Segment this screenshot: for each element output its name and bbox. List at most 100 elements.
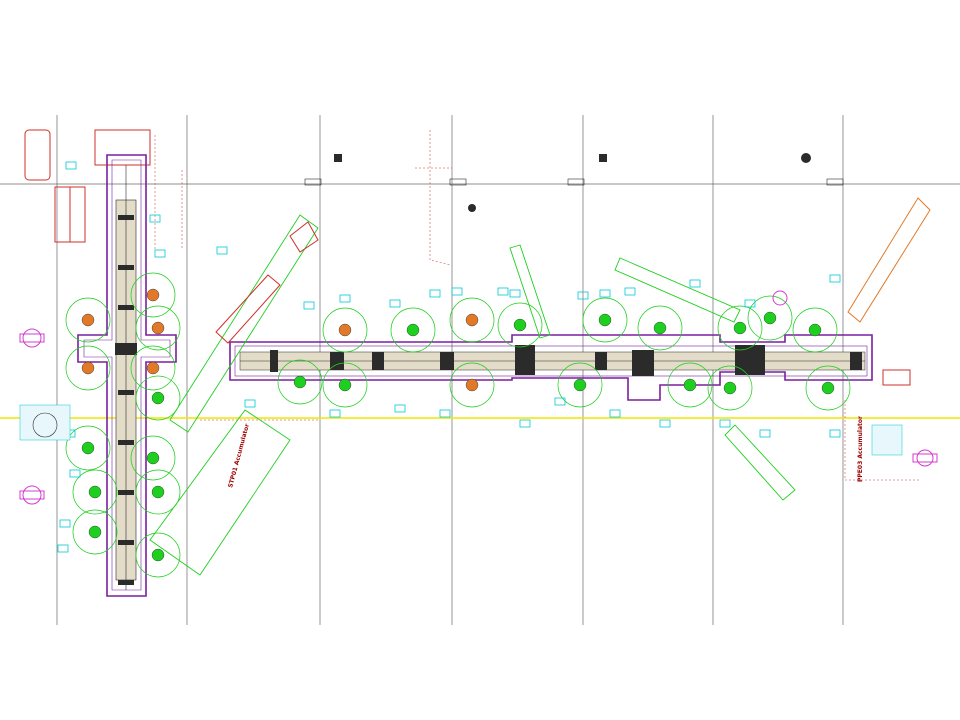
cyan-cell bbox=[609, 409, 621, 418]
cyan-cell bbox=[759, 429, 771, 438]
red-feeder-tracks bbox=[215, 197, 931, 386]
cyan-cell bbox=[829, 274, 841, 283]
cyan-cell bbox=[69, 469, 81, 478]
cyan-cell bbox=[719, 419, 731, 428]
cyan-cell bbox=[389, 299, 401, 308]
equipment-group bbox=[65, 272, 851, 578]
robot-cell-icon bbox=[763, 311, 777, 325]
robot-cell-icon bbox=[293, 375, 307, 389]
equipment-circle-icon bbox=[135, 375, 181, 421]
cyan-cell bbox=[577, 291, 589, 300]
equipment-circle-icon bbox=[135, 469, 181, 515]
column-marker-icon bbox=[468, 204, 476, 212]
equipment-circle-icon bbox=[390, 307, 436, 353]
equipment-circle-icon bbox=[805, 365, 851, 411]
robot-cell-icon bbox=[151, 485, 165, 499]
cyan-cell bbox=[244, 399, 256, 408]
equipment-circle-icon bbox=[72, 469, 118, 515]
robot-cell-icon bbox=[513, 318, 527, 332]
robot-cell-icon bbox=[465, 313, 479, 327]
robot-cell-icon bbox=[653, 321, 667, 335]
robot-cell-icon bbox=[573, 378, 587, 392]
cyan-cell bbox=[439, 409, 451, 418]
robot-cell-icon bbox=[338, 323, 352, 337]
cyan-cell bbox=[509, 289, 521, 298]
robot-cell-icon bbox=[146, 451, 160, 465]
robot-cell-icon bbox=[81, 361, 95, 375]
robot-cell-icon bbox=[808, 323, 822, 337]
cyan-cell bbox=[554, 397, 566, 406]
equipment-circle-icon bbox=[707, 365, 753, 411]
cyan-cell bbox=[689, 279, 701, 288]
column-marker-icon bbox=[801, 153, 811, 163]
robot-cell-icon bbox=[733, 321, 747, 335]
cyan-cell bbox=[599, 289, 611, 298]
cyan-cell bbox=[339, 294, 351, 303]
robot-cell-icon bbox=[151, 391, 165, 405]
cyan-cell bbox=[829, 429, 841, 438]
equipment-circle-icon bbox=[747, 295, 793, 341]
robot-cell-icon bbox=[88, 525, 102, 539]
robot-cell-icon bbox=[338, 378, 352, 392]
cyan-cell bbox=[154, 249, 166, 258]
equipment-circle-icon bbox=[717, 305, 763, 351]
column-marker-icon bbox=[334, 154, 342, 162]
robot-cell-icon bbox=[81, 441, 95, 455]
robot-cell-icon bbox=[151, 321, 165, 335]
diagonal-feeders bbox=[149, 214, 796, 576]
equipment-circle-icon bbox=[637, 305, 683, 351]
cyan-cell bbox=[149, 214, 161, 223]
cyan-cell bbox=[65, 161, 77, 170]
equipment-circle-icon bbox=[135, 532, 181, 578]
equipment-circle-icon bbox=[497, 302, 543, 348]
annotation-lines bbox=[154, 130, 920, 481]
robot-cell-icon bbox=[683, 378, 697, 392]
vertical-conveyor bbox=[77, 129, 177, 597]
column-markers bbox=[304, 153, 844, 212]
cyan-cell bbox=[394, 404, 406, 413]
cyan-cell bbox=[497, 287, 509, 296]
robot-cell-icon bbox=[81, 313, 95, 327]
equipment-circle-icon bbox=[449, 362, 495, 408]
equipment-circle-icon bbox=[130, 345, 176, 391]
equipment-circle-icon bbox=[792, 307, 838, 353]
left-robot-cells bbox=[24, 129, 86, 243]
equipment-circle-icon bbox=[449, 297, 495, 343]
cyan-cell bbox=[624, 287, 636, 296]
equipment-circle-icon bbox=[322, 307, 368, 353]
equipment-circle-icon bbox=[557, 362, 603, 408]
equipment-circle-icon bbox=[65, 345, 111, 391]
equipment-circle-icon bbox=[277, 359, 323, 405]
robot-cell-icon bbox=[151, 548, 165, 562]
robot-cell-icon bbox=[146, 361, 160, 375]
right-accumulator-label: PPE03 Accumulator bbox=[857, 416, 864, 482]
horizontal-line bbox=[229, 334, 873, 401]
equipment-circle-icon bbox=[582, 297, 628, 343]
robot-cell-icon bbox=[465, 378, 479, 392]
cyan-cell bbox=[519, 419, 531, 428]
cyan-cell bbox=[303, 301, 315, 310]
cyan-cell bbox=[329, 409, 341, 418]
cyan-cell bbox=[451, 287, 463, 296]
equipment-circle-icon bbox=[72, 509, 118, 555]
cyan-cell bbox=[429, 289, 441, 298]
column-marker-icon bbox=[599, 154, 607, 162]
equipment-circle-icon bbox=[65, 297, 111, 343]
equipment-circle-icon bbox=[135, 305, 181, 351]
cyan-cell bbox=[744, 299, 756, 308]
robot-cell-icon bbox=[821, 381, 835, 395]
magenta-units bbox=[19, 290, 938, 505]
cyan-cell bbox=[659, 419, 671, 428]
equipment-circle-icon bbox=[322, 362, 368, 408]
mesh-area bbox=[19, 404, 903, 456]
robot-cell-icon bbox=[88, 485, 102, 499]
equipment-circle-icon bbox=[65, 425, 111, 471]
robot-cell-icon bbox=[598, 313, 612, 327]
robot-cell-icon bbox=[723, 381, 737, 395]
robot-cell-icon bbox=[146, 288, 160, 302]
cyan-cell bbox=[57, 544, 69, 553]
equipment-circle-icon bbox=[130, 435, 176, 481]
robot-cell-icon bbox=[406, 323, 420, 337]
cyan-cell bbox=[216, 246, 228, 255]
